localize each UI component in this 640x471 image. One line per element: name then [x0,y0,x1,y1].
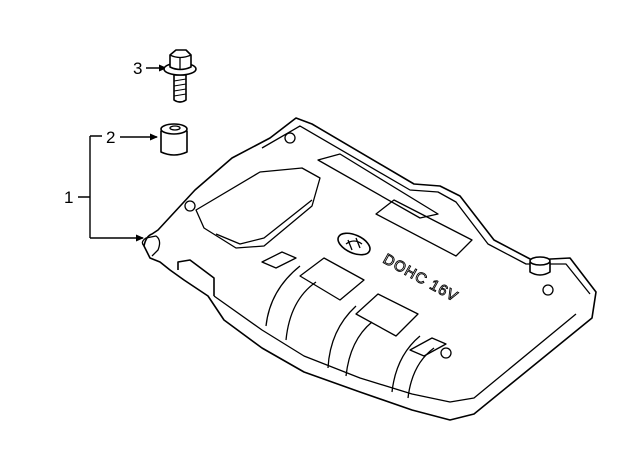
callout-3[interactable]: 3 [133,59,167,78]
hyundai-logo-icon [337,232,371,256]
top-channel [317,153,439,219]
grommet-top [160,123,188,135]
grommet-body [160,130,188,156]
callout-3-label: 3 [133,59,142,78]
mount-hole-front-left [184,200,196,212]
rib-middle [327,305,373,377]
engine-cover-outline [143,117,597,421]
callout-2[interactable]: 2 [106,128,158,147]
grommet-hole [169,125,181,131]
small-panel-2 [409,337,447,357]
bolt-thread [173,78,187,97]
engine-cover-part[interactable]: DOHC 16V [141,117,597,421]
plateau-edge [215,199,313,245]
bolt-head-facet [169,54,192,70]
center-panel-2 [355,293,419,337]
corner-post-top [529,256,551,266]
mount-hole-front-right [440,347,452,359]
grommet-part[interactable] [160,123,188,156]
callout-1-leader [78,135,143,238]
upper-panel [375,199,473,257]
bracket-clip [141,235,161,257]
cover-rear-lip [261,125,591,295]
callout-1[interactable]: 1 [64,135,143,238]
cover-plateau [195,167,321,249]
callout-2-label: 2 [106,128,115,147]
rib-left [265,265,317,341]
small-panel-1 [261,251,297,269]
mount-hole-rear-left [284,132,296,144]
side-tab [177,259,215,296]
cover-front-lip [213,295,577,403]
bolt-part[interactable] [163,49,197,103]
center-panel-1 [299,257,365,301]
callout-1-label: 1 [64,188,73,207]
mount-hole-rear-right [542,284,554,296]
